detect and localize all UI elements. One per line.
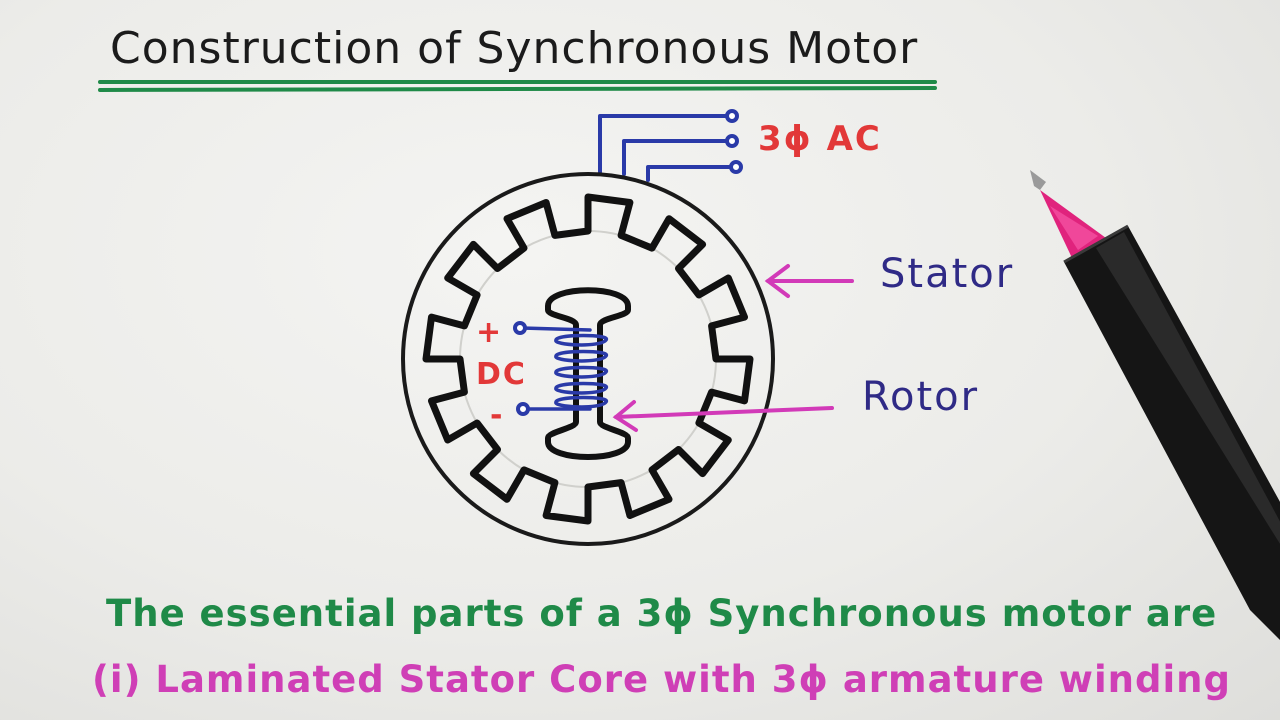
supply-terminals: [725, 109, 743, 174]
note-line-1: The essential parts of a 3ϕ Synchronous …: [106, 592, 1217, 635]
supply-label: 3ϕ AC: [758, 119, 882, 159]
dc-label: DC: [476, 357, 527, 392]
stator-frame-circle: [401, 172, 775, 546]
terminal-1: [725, 109, 739, 123]
coil-turn-4: [554, 381, 608, 395]
wire-phase-3: [646, 165, 734, 182]
rotor-pole-body: [545, 287, 631, 460]
stator-core-slots: [422, 193, 754, 525]
rotor-arrow: [612, 400, 834, 432]
rotor: [545, 287, 631, 460]
wire-phase-1: [598, 114, 730, 174]
terminal-2: [725, 134, 739, 148]
pen-icon: [1030, 170, 1280, 640]
terminal-3: [729, 160, 743, 174]
field-winding: [520, 326, 608, 411]
note-line-2: (i) Laminated Stator Core with 3ϕ armatu…: [92, 658, 1231, 701]
dc-minus-sign: -: [490, 398, 504, 433]
coil-turn-5: [554, 395, 608, 409]
coil-turn-3: [554, 365, 608, 379]
wire-phase-2: [622, 139, 730, 176]
coil-turn-1: [554, 333, 608, 347]
dc-terminal-positive: [513, 321, 527, 335]
stator-label: Stator: [880, 251, 1014, 297]
title-underline-2: [98, 86, 937, 92]
rotor-label: Rotor: [862, 374, 979, 420]
dc-plus-sign: +: [476, 315, 503, 350]
coil-turn-2: [554, 349, 608, 363]
winding-lead-top: [520, 326, 592, 332]
page-title: Construction of Synchronous Motor: [110, 23, 918, 74]
dc-terminal-negative: [516, 402, 530, 416]
three-phase-supply-wires: [598, 114, 734, 182]
stator-arrow: [764, 264, 854, 298]
